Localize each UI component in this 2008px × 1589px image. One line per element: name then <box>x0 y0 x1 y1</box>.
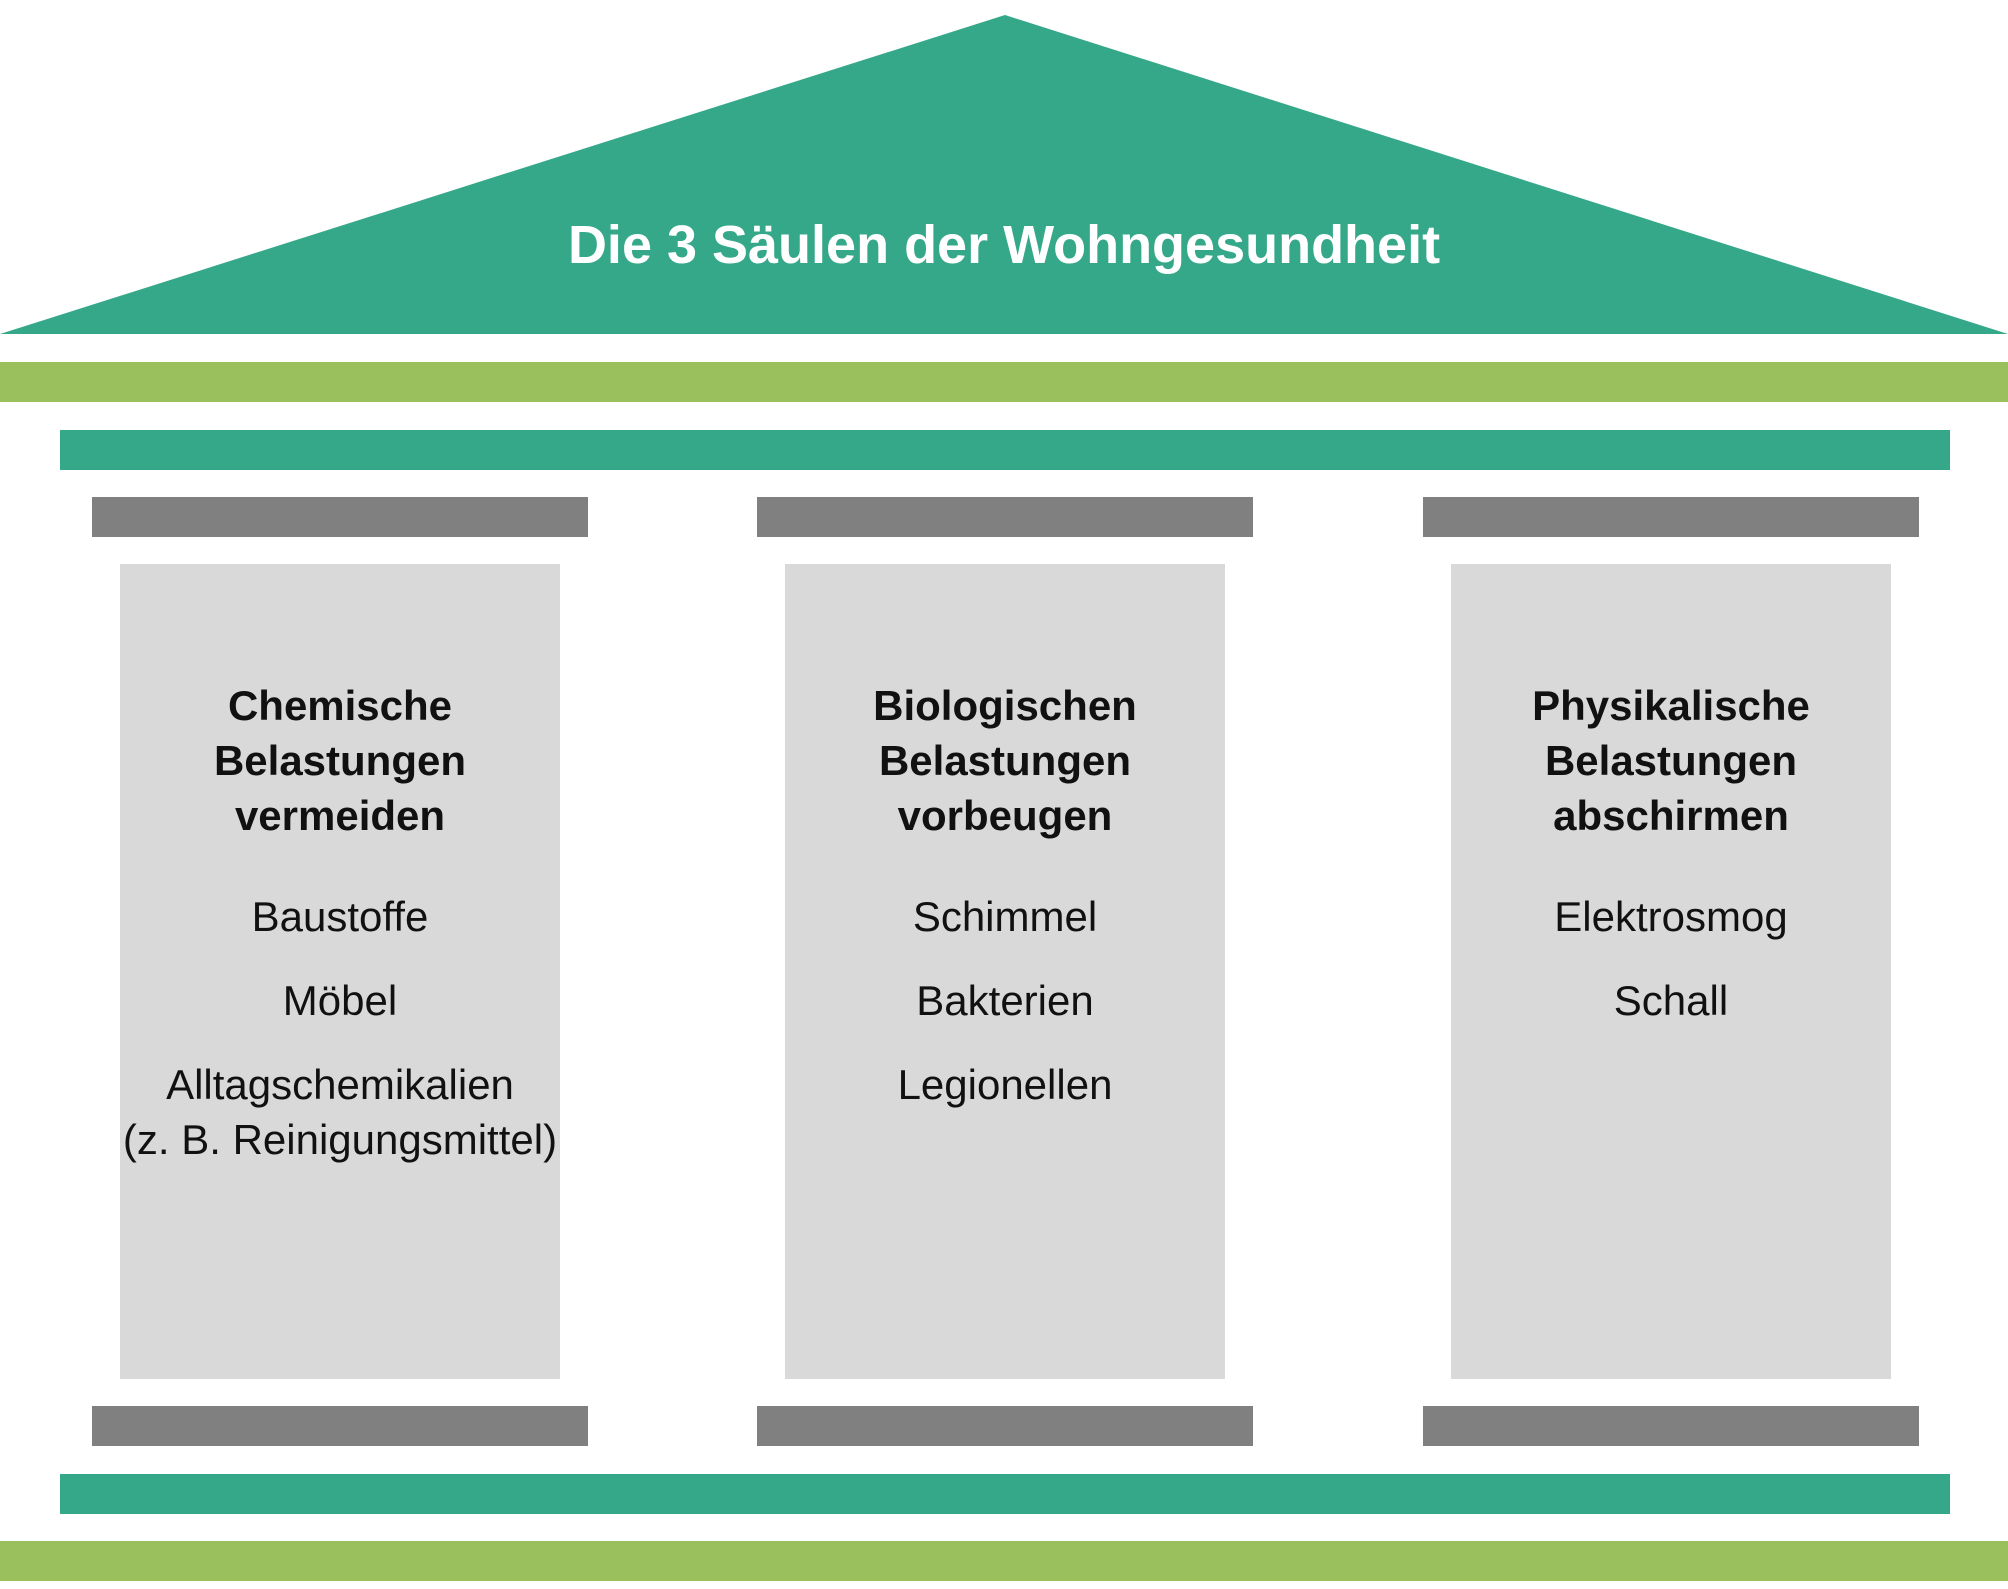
roof <box>0 15 2008 334</box>
pillar-item: Bakterien <box>916 977 1094 1024</box>
pillar-chemisch: Chemische Belastungen vermeiden Baustoff… <box>120 564 560 1379</box>
bottom-teal-bar <box>60 1474 1950 1514</box>
pillar-heading: Biologischen Belastungen vorbeugen <box>873 682 1137 839</box>
diagram-title: Die 3 Säulen der Wohngesundheit <box>567 215 1441 275</box>
pillar-item: Alltagschemikalien (z. B. Reinigungsmitt… <box>122 1061 558 1163</box>
pillar-items: Schimmel Bakterien Legionellen <box>785 889 1225 1141</box>
pillar-item: Schimmel <box>912 893 1098 940</box>
pillar-3-capital <box>1423 497 1919 537</box>
pillar-item: Legionellen <box>897 1061 1113 1108</box>
top-teal-bar <box>60 430 1950 470</box>
pillar-heading: Chemische Belastungen vermeiden <box>213 682 467 839</box>
pillar-items: Baustoffe Möbel Alltagschemikalien (z. B… <box>120 889 560 1196</box>
pillar-heading: Physikalische Belastungen abschirmen <box>1532 682 1810 839</box>
pillar-items: Elektrosmog Schall <box>1451 889 1891 1057</box>
pillar-1-capital <box>92 497 588 537</box>
pillar-item: Elektrosmog <box>1554 893 1788 940</box>
pillar-item: Schall <box>1613 977 1729 1024</box>
pillar-2-base <box>757 1406 1253 1446</box>
pillar-physikalisch: Physikalische Belastungen abschirmen Ele… <box>1451 564 1891 1379</box>
pillar-1-base <box>92 1406 588 1446</box>
pillar-item: Baustoffe <box>251 893 429 940</box>
pillar-item: Möbel <box>282 977 398 1024</box>
top-lime-bar <box>0 362 2008 402</box>
roof-triangle <box>0 15 2008 334</box>
pillar-3-base <box>1423 1406 1919 1446</box>
pillar-2-capital <box>757 497 1253 537</box>
pillar-biologisch: Biologischen Belastungen vorbeugen Schim… <box>785 564 1225 1379</box>
bottom-lime-bar <box>0 1541 2008 1581</box>
